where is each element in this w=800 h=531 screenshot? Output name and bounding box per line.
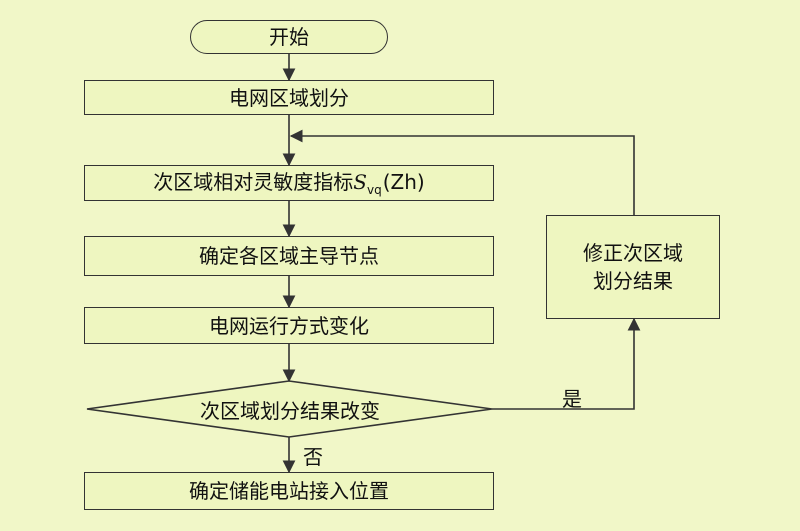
decision-label: 次区域划分结果改变	[200, 398, 380, 423]
decision-diamond	[86, 380, 493, 438]
partition-node: 电网区域划分	[84, 80, 494, 115]
operation-change-node: 电网运行方式变化	[84, 307, 494, 344]
sensitivity-prefix: 次区域相对灵敏度指标	[153, 169, 354, 194]
sensitivity-symbol: S	[353, 169, 367, 194]
pilot-nodes-label: 确定各区域主导节点	[199, 244, 379, 268]
no-label: 否	[303, 445, 323, 469]
start-label: 开始	[269, 25, 309, 49]
correction-label-line1: 修正次区域	[583, 241, 683, 265]
final-node: 确定储能电站接入位置	[84, 472, 494, 510]
correction-node: 修正次区域 划分结果	[546, 215, 720, 319]
yes-label: 是	[562, 387, 582, 411]
sensitivity-node: 次区域相对灵敏度指标Svq(Zh)	[84, 165, 494, 201]
sensitivity-label: 次区域相对灵敏度指标Svq(Zh)	[153, 168, 424, 199]
arrow-decision-to-correction	[492, 317, 641, 410]
pilot-nodes-node: 确定各区域主导节点	[84, 236, 494, 276]
sensitivity-subscript: vq	[367, 182, 382, 197]
start-node: 开始	[190, 20, 388, 54]
final-label: 确定储能电站接入位置	[189, 479, 389, 503]
sensitivity-suffix: (Zh)	[382, 169, 425, 194]
partition-label: 电网区域划分	[229, 85, 349, 110]
operation-change-label: 电网运行方式变化	[209, 313, 369, 338]
correction-label-line2: 划分结果	[593, 269, 673, 293]
arrow-correction-loop-back	[289, 129, 635, 215]
